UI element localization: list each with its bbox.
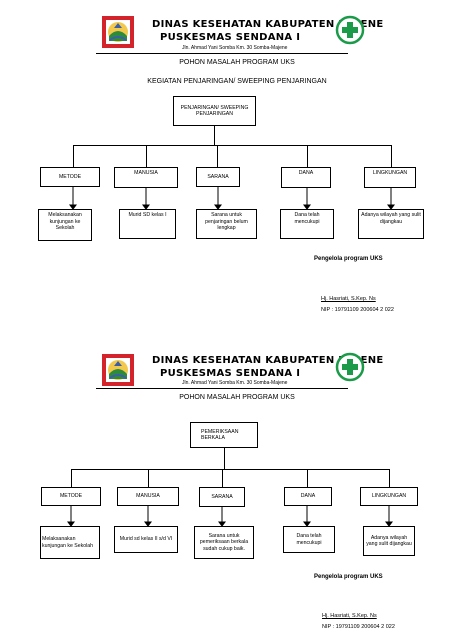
cause-dana: Dana telah mencukupi (283, 526, 335, 553)
tree-title: POHON MASALAH PROGRAM UKS (179, 394, 295, 401)
cause-manusia: Murid SD kelas I (119, 209, 176, 239)
category-manusia: MANUSIA (114, 167, 178, 188)
header-rule (96, 388, 348, 389)
puskesmas-name: PUSKESMAS SENDANA I (160, 32, 301, 43)
signature-name: Hj. Hasriati, S.Kep. Ns (321, 296, 376, 302)
cause-metode: Melaksanakan kunjungan ke Sekolah (40, 526, 100, 559)
cause-metode: Melaksanakan kunjungan ke Sekolah (38, 209, 92, 241)
cause-manusia: Murid sd kelas II s/d VI (114, 526, 178, 553)
root-connector (224, 448, 225, 469)
cause-sarana: Sarana untuk penjaringan belum lengkap (196, 209, 257, 239)
puskesmas-name: PUSKESMAS SENDANA I (160, 368, 301, 379)
root-connector (214, 126, 215, 145)
cause-dana: Dana telah mencukupi (280, 209, 334, 239)
root-problem-box: PENJARINGAN/ SWEEPING PENJARINGAN (173, 96, 256, 126)
category-dana: DANA (281, 167, 331, 188)
branch-drop-1 (71, 469, 72, 487)
category-metode: METODE (40, 167, 100, 187)
signature-role: Pengelola program UKS (314, 574, 383, 580)
signature-nip: NIP : 19791109 200604 2 022 (321, 307, 394, 313)
agency-name: DINAS KESEHATAN KABUPATEN MAJENE (152, 19, 384, 30)
signature-role: Pengelola program UKS (314, 256, 383, 262)
category-sarana: SARANA (196, 167, 240, 187)
branch-drop-4 (307, 145, 308, 167)
tree-subtitle: KEGIATAN PENJARINGAN/ SWEEPING PENJARING… (147, 78, 327, 85)
branch-drop-5 (391, 145, 392, 167)
majene-regency-logo (102, 16, 134, 48)
health-cross-logo (335, 15, 365, 45)
branch-drop-2 (146, 145, 147, 167)
branch-drop-3 (217, 145, 218, 167)
address: Jln. Ahmad Yani Somba Km. 30 Somba-Majen… (182, 45, 288, 51)
cause-lingkungan: Adanya wilayah yang sulit dijangkau (358, 209, 424, 239)
branch-drop-1 (73, 145, 74, 167)
signature-nip: NIP : 19791109 200604 2 022 (322, 624, 395, 630)
branch-drop-4 (307, 469, 308, 487)
category-lingkungan: LINGKUNGAN (360, 487, 418, 506)
health-cross-logo (335, 352, 365, 382)
category-sarana: SARANA (199, 487, 245, 507)
page-section-2: DINAS KESEHATAN KABUPATEN MAJENE PUSKESM… (0, 338, 474, 632)
address: Jln. Ahmad Yani Somba Km. 30 Somba-Majen… (182, 380, 288, 386)
branch-drop-5 (389, 469, 390, 487)
branch-drop-3 (222, 469, 223, 487)
category-lingkungan: LINGKUNGAN (364, 167, 416, 188)
tree-title: POHON MASALAH PROGRAM UKS (179, 59, 295, 66)
branch-bar (71, 469, 389, 470)
branch-drop-2 (148, 469, 149, 487)
page-section-1: DINAS KESEHATAN KABUPATEN MAJENE PUSKESM… (38, 15, 424, 313)
majene-regency-logo (102, 354, 134, 386)
header-rule (96, 53, 348, 54)
category-manusia: MANUSIA (117, 487, 179, 506)
cause-lingkungan: Adanya wilayah yang sulit dijangkau (363, 526, 415, 556)
category-dana: DANA (284, 487, 332, 506)
branch-bar (73, 145, 391, 146)
cause-sarana: Sarana untuk pemeriksaan berkala sudah c… (194, 526, 254, 559)
signature-name: Hj. Hasriati, S.Kep. Ns (322, 613, 377, 619)
root-problem-box: PEMERIKSAAN BERKALA (190, 422, 258, 448)
category-metode: METODE (41, 487, 101, 506)
agency-name: DINAS KESEHATAN KABUPATEN MAJENE (152, 355, 384, 366)
